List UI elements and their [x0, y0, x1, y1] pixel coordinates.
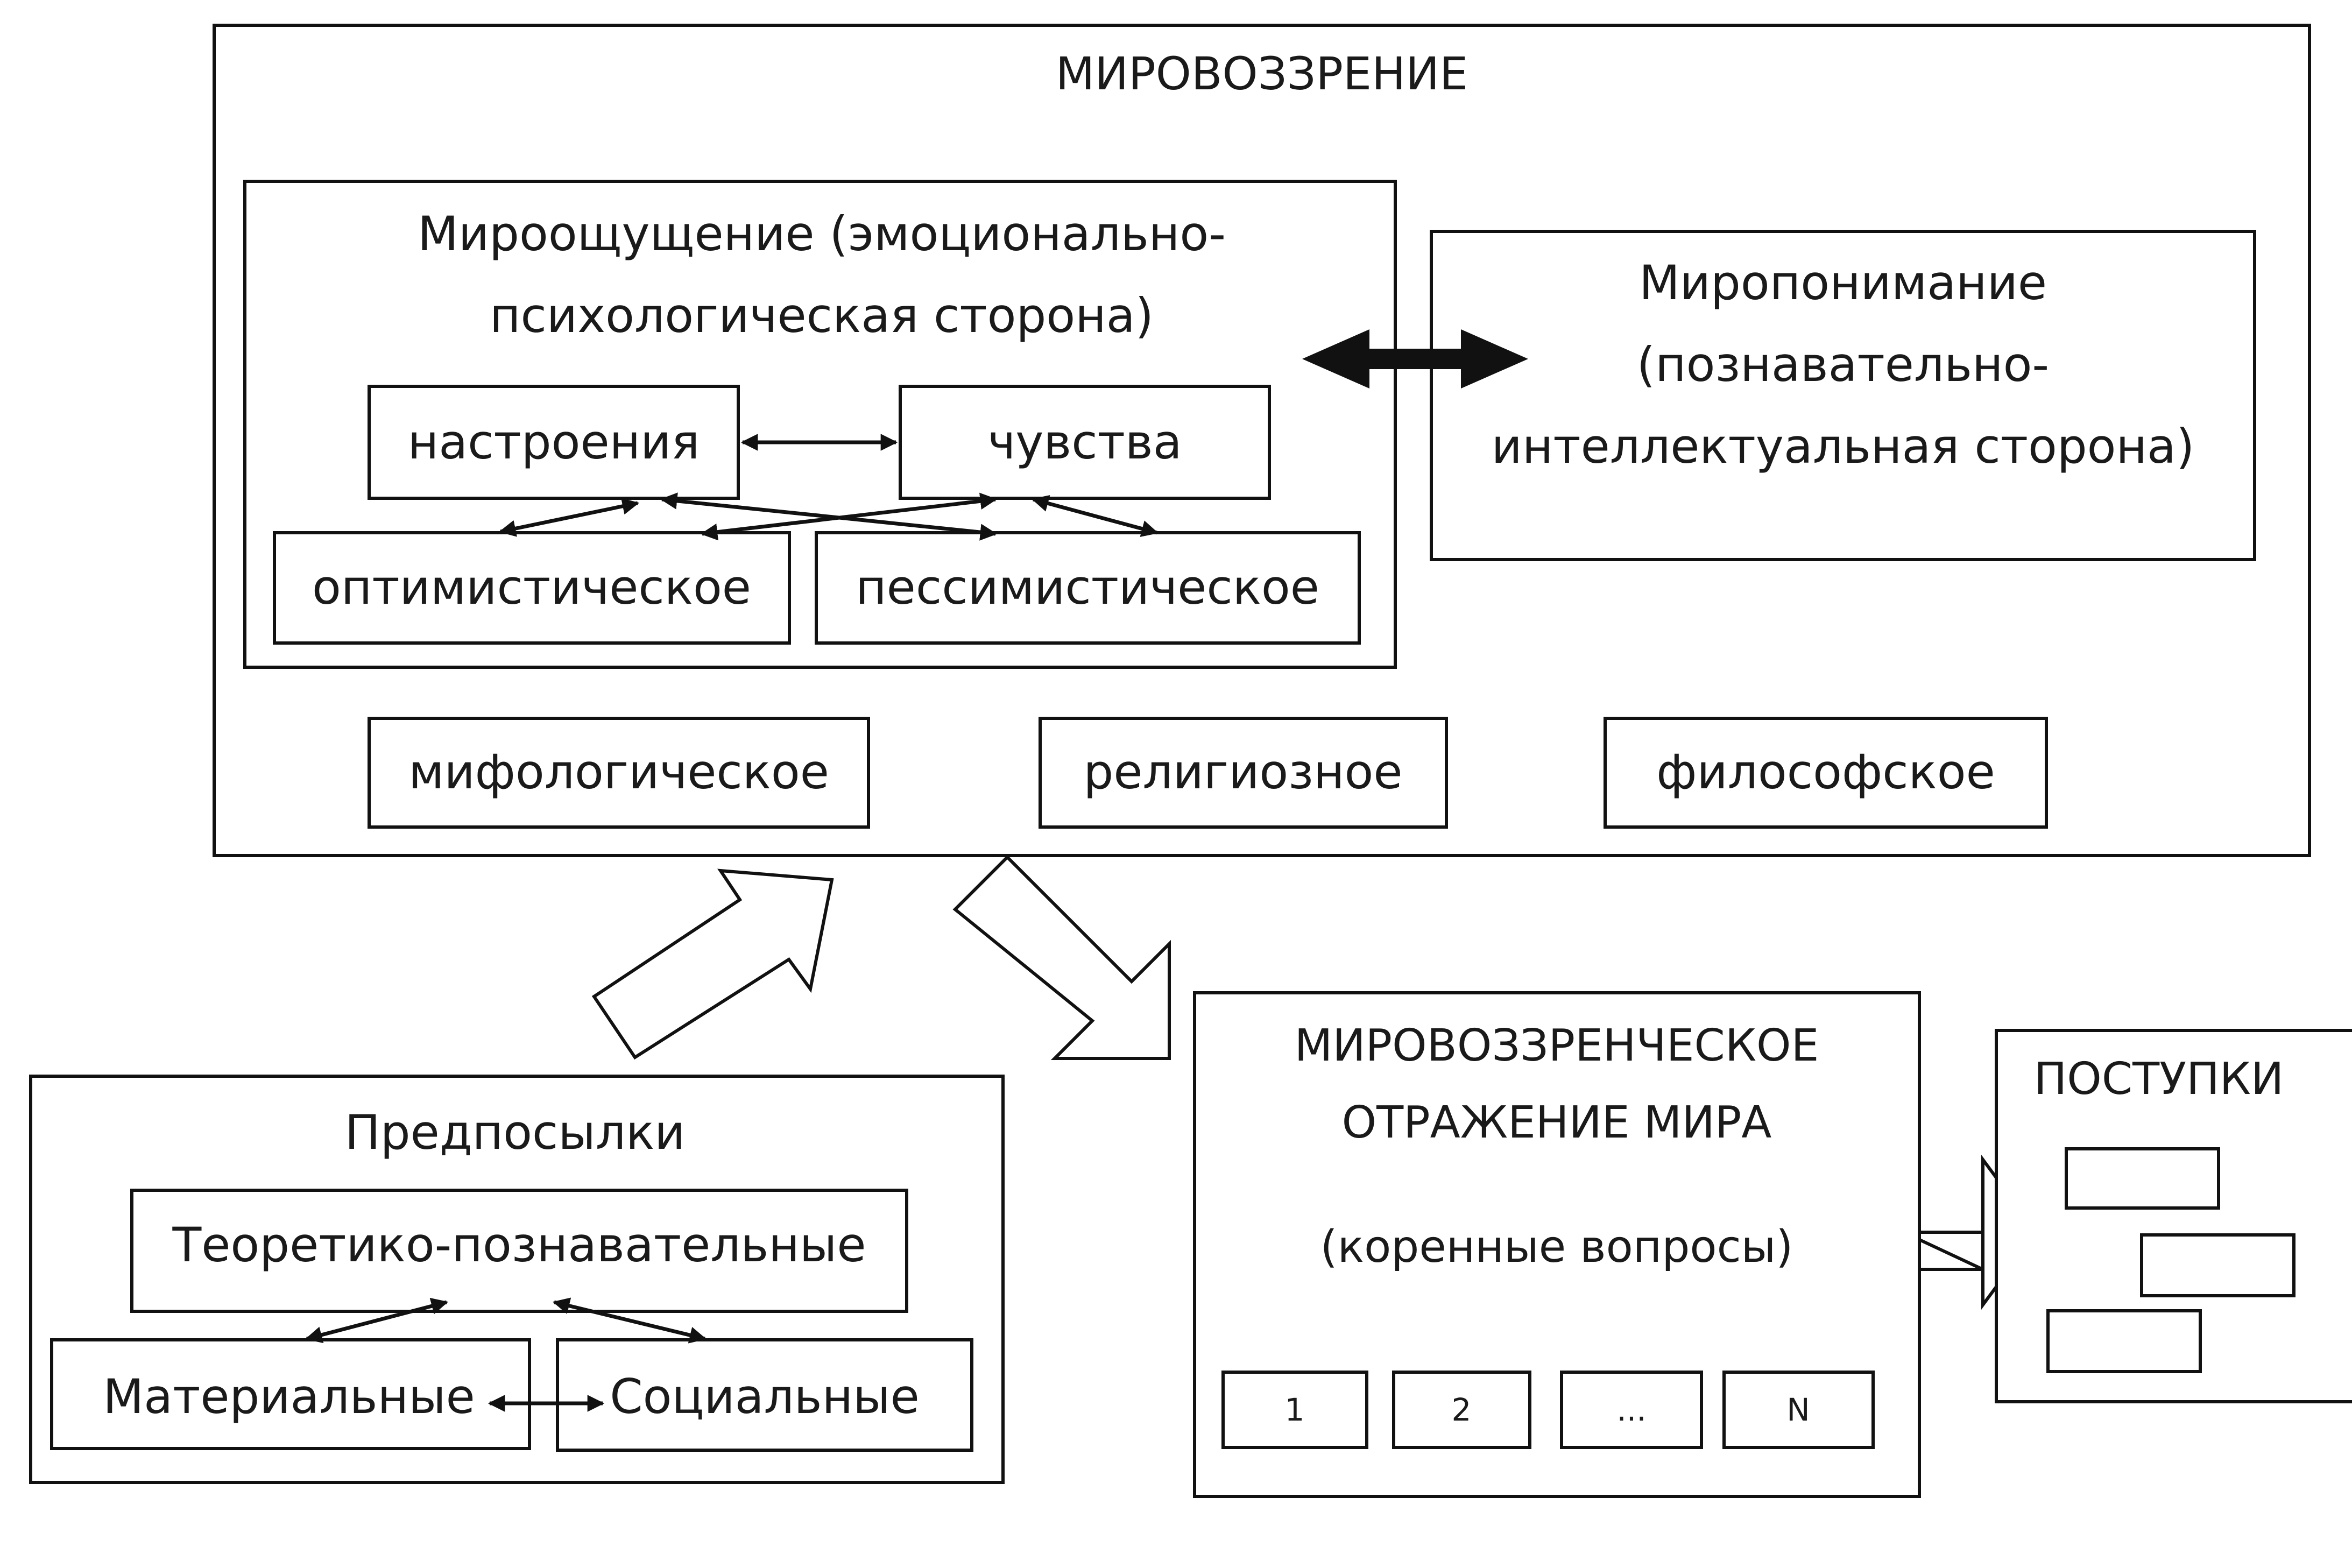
optimistic-label: оптимистическое: [312, 560, 751, 615]
mythological-box: [368, 717, 870, 829]
feelings-label: чувства: [987, 414, 1182, 470]
material-theoretical-arrow: [305, 1297, 449, 1344]
social-theoretical-arrow: [552, 1297, 707, 1344]
moods-label: настроения: [408, 414, 700, 470]
question-box-ellipsis: [1560, 1371, 1703, 1449]
feelings-optimistic-arrow: [700, 492, 998, 541]
material-box: [50, 1338, 531, 1450]
reflection-line3: (коренные вопросы): [1320, 1221, 1793, 1273]
feelings-pessimistic-arrow: [1031, 495, 1159, 537]
moods-optimistic-arrow: [498, 498, 640, 537]
religious-box: [1039, 717, 1448, 829]
pessimistic-label: пессимистическое: [856, 560, 1319, 615]
religious-label: религиозное: [1083, 744, 1402, 800]
question-box-2: [1392, 1371, 1531, 1449]
action-item-3: [2046, 1309, 2202, 1373]
question-label-1: 1: [1285, 1392, 1305, 1428]
action-item-2: [2140, 1233, 2296, 1297]
feelings-box: [899, 385, 1271, 500]
prerequisites-title: Предпосылки: [345, 1105, 686, 1160]
mythological-label: мифологическое: [408, 744, 829, 800]
question-label-ellipsis: ...: [1616, 1392, 1646, 1428]
attitude-understanding-arrow: [1302, 329, 1528, 389]
pessimistic-box: [815, 531, 1361, 645]
attitude-title-line1: Мироощущение (эмоционально-: [418, 206, 1226, 262]
understanding-line1: Миропонимание: [1639, 255, 2047, 310]
philosophical-label: философское: [1656, 744, 1995, 800]
actions-title: ПОСТУПКИ: [2034, 1054, 2284, 1105]
question-label-2: 2: [1452, 1392, 1472, 1428]
attitude-title-line2: психологическая сторона): [490, 288, 1154, 343]
question-box-1: [1221, 1371, 1368, 1449]
material-label: Материальные: [103, 1369, 475, 1424]
reflection-line2: ОТРАЖЕНИЕ МИРА: [1342, 1097, 1772, 1148]
understanding-line2: (познавательно-: [1637, 337, 2049, 392]
worldview-title: МИРОВОЗЗРЕНИЕ: [1056, 47, 1468, 100]
optimistic-box: [273, 531, 791, 645]
worldview-to-reflection-arrow: [952, 854, 1171, 1060]
question-label-n: N: [1786, 1392, 1810, 1428]
action-item-1: [2065, 1147, 2220, 1210]
reflection-line1: МИРОВОЗЗРЕНЧЕСКОЕ: [1295, 1020, 1819, 1071]
theoretical-label: Теоретико-познавательные: [172, 1217, 866, 1273]
prerequisites-to-worldview-arrow: [591, 868, 834, 1060]
philosophical-box: [1604, 717, 2048, 829]
social-label: Социальные: [610, 1369, 920, 1424]
moods-box: [368, 385, 740, 500]
understanding-box: [1430, 230, 2256, 561]
question-box-n: [1722, 1371, 1875, 1449]
theoretical-box: [130, 1189, 908, 1313]
understanding-line3: интеллектуальная сторона): [1492, 419, 2195, 474]
